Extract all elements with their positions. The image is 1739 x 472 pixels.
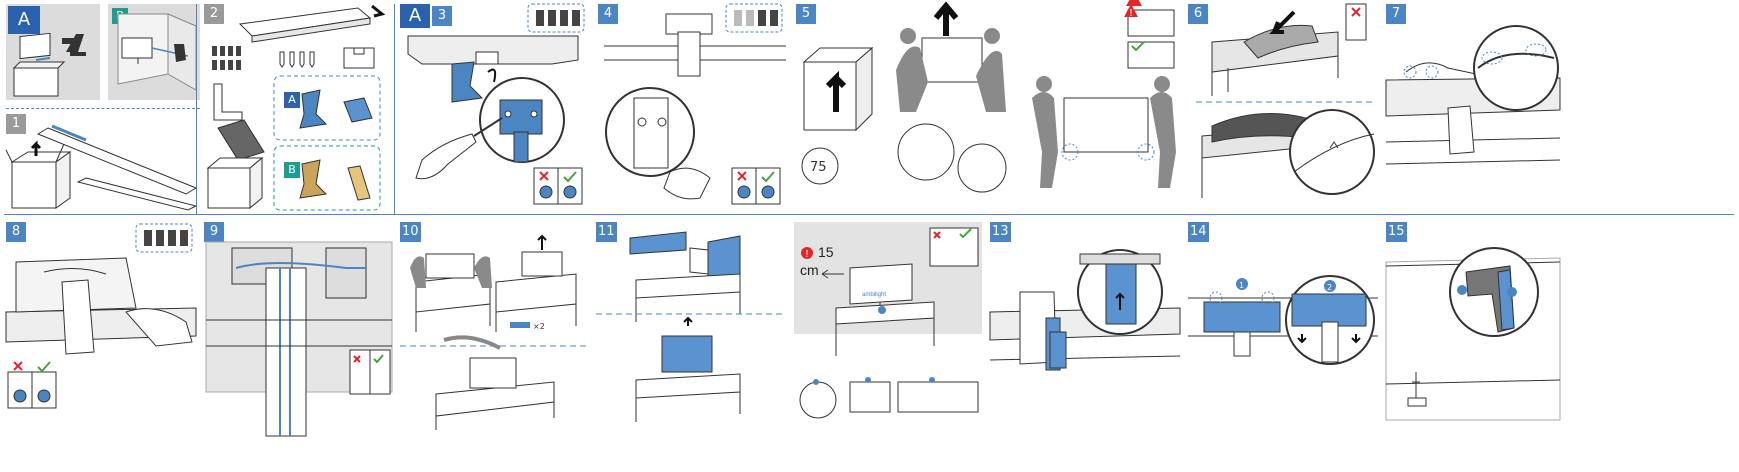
route-cables-illustration: [1385, 25, 1561, 165]
panel-b-wallmount: B: [108, 4, 200, 100]
step-number-11: 11: [596, 222, 617, 242]
panel-a-tabletop: A: [6, 4, 100, 100]
box-unpacking-stand-illustration: [5, 124, 198, 211]
step-divider: [6, 108, 200, 109]
stand-tv-upright-illustration: ×2: [400, 234, 586, 430]
step-number-10: 10: [400, 222, 421, 242]
warning-circle-icon: !: [801, 247, 813, 260]
callout-1: 1: [1239, 281, 1244, 290]
step2-option-a-badge: A: [284, 92, 300, 108]
warning-triangle-icon: !: [1124, 4, 1138, 19]
step-number-5: 5: [796, 4, 816, 24]
ambilight-logo: ambilight: [862, 292, 887, 298]
step-number-7: 7: [1386, 4, 1406, 24]
column-divider: [394, 4, 395, 214]
stand-cover-assembly-illustration: [989, 249, 1181, 371]
callout-2: 2: [1327, 283, 1332, 292]
step-number-4: 4: [598, 4, 618, 24]
quantity-label: ×2: [533, 322, 545, 331]
distance-value: 15: [818, 244, 834, 260]
box-size-label: 75: [810, 160, 827, 175]
side-cover-detail-illustration: [1385, 247, 1561, 421]
option-a-badge: A: [8, 6, 40, 34]
step-number-8: 8: [6, 222, 26, 242]
row-divider: [4, 214, 1734, 215]
column-divider: [196, 4, 197, 214]
distance-unit: cm: [800, 262, 819, 278]
step-number-1: 1: [6, 114, 26, 134]
step-number-13: 13: [990, 222, 1011, 242]
step3-option-a-badge: A: [400, 4, 430, 28]
lift-tv-out-illustration: 75: [801, 0, 1176, 193]
tv-on-stand-illustration: [12, 32, 86, 97]
tv-on-wall-illustration: [117, 13, 197, 91]
step-number-14: 14: [1188, 222, 1209, 242]
step2-option-b-badge: B: [284, 162, 300, 178]
back-cover-clip-illustration: 1 2: [1188, 275, 1378, 365]
parts-overview-illustration: [206, 4, 386, 211]
step-number-9: 9: [204, 222, 224, 242]
step-number-3: 3: [432, 6, 452, 26]
screw-stand-illustration: [604, 3, 786, 205]
secure-cables-illustration: [5, 223, 197, 409]
place-tv-on-table-illustration: [1196, 3, 1376, 198]
attach-back-cover-illustration: [596, 231, 786, 422]
attach-stand-illustration: [407, 3, 585, 205]
svg-text:!: !: [1129, 8, 1133, 19]
step-number-15: 15: [1386, 222, 1407, 242]
step-number-6: 6: [1188, 4, 1208, 24]
cable-cover-detail-illustration: [205, 241, 393, 437]
step-number-2: 2: [204, 4, 224, 24]
svg-text:!: !: [805, 249, 809, 260]
ambilight-placement-illustration: [799, 227, 979, 419]
